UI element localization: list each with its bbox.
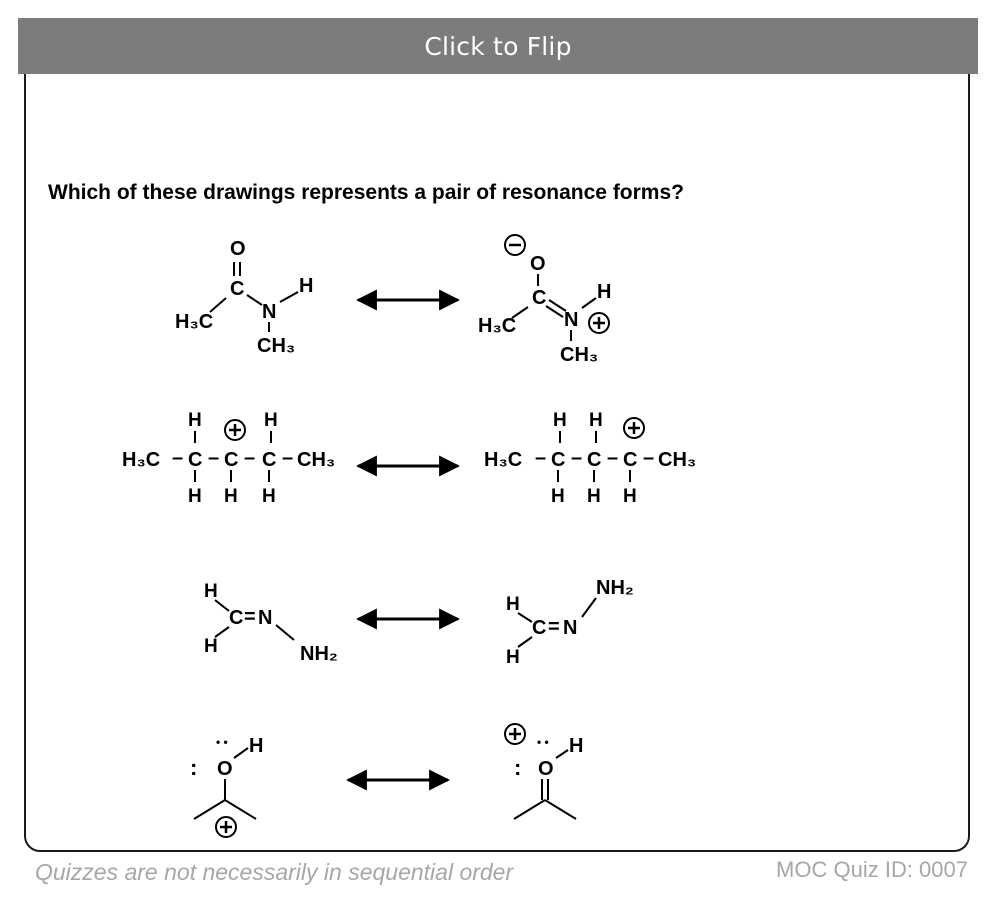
svg-text:NH₂: NH₂ xyxy=(596,577,634,599)
svg-text:H: H xyxy=(188,486,202,507)
svg-text:N: N xyxy=(262,301,276,323)
row3-right-hydrazone: H C = N H NH₂ xyxy=(506,577,634,668)
svg-text:H: H xyxy=(597,281,611,303)
plus-charge-icon xyxy=(623,417,645,439)
svg-text:H: H xyxy=(249,735,263,757)
quiz-id-label: MOC Quiz ID: 0007 xyxy=(776,857,968,882)
svg-text:–: – xyxy=(244,447,255,469)
svg-text:N: N xyxy=(563,617,577,639)
svg-text:H: H xyxy=(188,410,202,431)
svg-text:O: O xyxy=(230,238,246,260)
svg-text:C: C xyxy=(230,278,244,300)
svg-text:–: – xyxy=(607,447,618,469)
row4-left-oxonium: : • • O H xyxy=(190,735,263,838)
svg-text:H₃C: H₃C xyxy=(122,449,160,471)
svg-text:=: = xyxy=(244,606,256,628)
svg-text:H: H xyxy=(264,410,278,431)
svg-text:H: H xyxy=(569,735,583,757)
sequence-disclaimer: Quizzes are not necessarily in sequentia… xyxy=(35,859,514,885)
svg-text:C: C xyxy=(229,607,243,629)
plus-charge-icon xyxy=(224,419,246,441)
svg-text:CH₃: CH₃ xyxy=(297,449,335,471)
svg-text::: : xyxy=(514,755,521,780)
svg-text:H: H xyxy=(551,486,565,507)
flashcard xyxy=(24,24,970,852)
plus-charge-icon xyxy=(588,312,610,334)
svg-text:H: H xyxy=(623,486,637,507)
svg-text:=: = xyxy=(548,616,560,638)
svg-text:C: C xyxy=(262,449,276,471)
svg-text:–: – xyxy=(282,447,293,469)
svg-text:–: – xyxy=(571,447,582,469)
svg-text:H₃C: H₃C xyxy=(484,449,522,471)
svg-text:H: H xyxy=(589,410,603,431)
plus-charge-icon xyxy=(215,816,237,838)
svg-text:H: H xyxy=(587,486,601,507)
svg-text:• •: • • xyxy=(537,735,549,749)
svg-text:C: C xyxy=(587,449,601,471)
svg-text:NH₂: NH₂ xyxy=(300,643,338,665)
svg-text:–: – xyxy=(643,447,654,469)
question-text: Which of these drawings represents a pai… xyxy=(48,181,684,204)
svg-text:H: H xyxy=(299,275,313,297)
svg-text:C: C xyxy=(532,287,546,309)
minus-charge-icon xyxy=(504,234,526,256)
svg-text:H: H xyxy=(224,486,238,507)
svg-text:C: C xyxy=(532,617,546,639)
svg-text:–: – xyxy=(172,447,183,469)
svg-text:C: C xyxy=(224,449,238,471)
svg-text:H: H xyxy=(204,581,218,602)
svg-text:C: C xyxy=(623,449,637,471)
svg-text:N: N xyxy=(258,607,272,629)
svg-text:H: H xyxy=(506,594,520,615)
svg-text:H: H xyxy=(506,647,520,668)
row1-right-iminium: O C H₃C N H CH₃ xyxy=(478,234,611,366)
row2-left-carbocation: H H H₃C – C – C – C – CH₃ H H H xyxy=(122,410,335,507)
svg-text:• •: • • xyxy=(216,735,228,749)
click-to-flip-label: Click to Flip xyxy=(424,31,572,61)
svg-text:H₃C: H₃C xyxy=(175,311,213,333)
svg-text:–: – xyxy=(535,447,546,469)
svg-text:H: H xyxy=(553,410,567,431)
svg-text:C: C xyxy=(551,449,565,471)
svg-text:C: C xyxy=(188,449,202,471)
svg-text:N: N xyxy=(564,309,578,331)
svg-text:O: O xyxy=(217,758,233,780)
svg-text:O: O xyxy=(530,253,546,275)
svg-text:H: H xyxy=(262,486,276,507)
svg-text:O: O xyxy=(538,758,554,780)
row4-right-oxocarbenium: • • : O H xyxy=(504,723,583,820)
svg-text:CH₃: CH₃ xyxy=(257,335,295,357)
svg-text::: : xyxy=(190,755,197,780)
row1-left-amide: O C H₃C N H CH₃ xyxy=(175,238,313,357)
svg-text:CH₃: CH₃ xyxy=(560,344,598,366)
row2-right-carbocation: H H H₃C – C – C – C – CH₃ H H H xyxy=(484,410,696,507)
svg-text:–: – xyxy=(208,447,219,469)
click-to-flip-button[interactable]: Click to Flip xyxy=(18,18,978,74)
svg-text:H: H xyxy=(204,636,218,657)
plus-charge-icon xyxy=(504,723,526,745)
svg-text:H₃C: H₃C xyxy=(478,315,516,337)
svg-text:CH₃: CH₃ xyxy=(658,449,696,471)
row3-left-hydrazone: H C = N H NH₂ xyxy=(204,581,338,665)
